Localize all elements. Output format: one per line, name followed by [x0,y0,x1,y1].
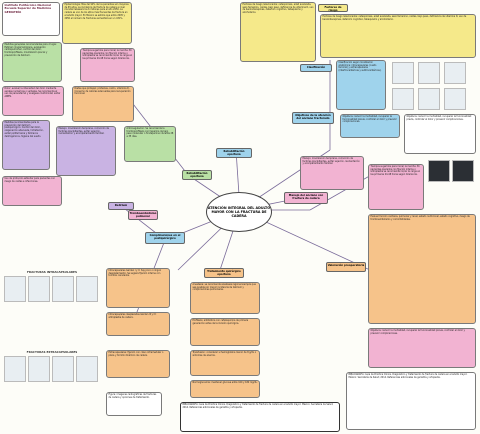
diets-box: Dietas que protejan: proteínas, calcio, … [72,86,134,122]
intracapsular-image-3 [52,276,74,302]
transfusion-text: Transfusión: considerar si hemoglobina m… [192,351,257,357]
thromboembolism-node: Tromboembolismo pulmonar [128,210,158,220]
walking-times-box: Tiempos sugeridos para iniciar la marcha… [80,48,135,82]
normoglycemia-text: Normoglucemia: mantener glucosa entre 10… [192,381,258,384]
diets-text: Dietas que protejan: proteínas, calcio, … [74,87,131,96]
extracapsular-image-2 [28,356,50,382]
management-node: Manejo del anciano con fractura de cader… [284,192,328,204]
extracapsular-image-3 [52,356,74,382]
general-measures-box: Medidas generales recomendadas para ciru… [2,42,62,82]
intracapsular-image-4 [76,276,98,302]
risk-factors-node: Factores de riesgo [318,4,348,12]
objectives-text: Objetivos: reducir la mortalidad, recupe… [342,115,397,124]
anticoagulation-text: Anticoagulación: Se recomienda la trombo… [126,127,174,139]
objectives-node: Objetivos de la atención del anciano fra… [292,112,334,124]
garden-3-4-text: Intracapsulares desplazadas Garden III y… [108,313,157,319]
risk-factors-text: Factores de riesgo relacionados: osteopo… [242,3,314,15]
intracapsular-image-1 [4,276,26,302]
delirium-management-right-text: Manejo: movilización temprana, correcció… [302,157,360,166]
objectives-list-text: Objetivos: reducir la mortalidad, recupe… [406,115,472,121]
extracapsular-treatment-text: Extracapsulares: fijación con clavo intr… [108,351,164,357]
classification-text: Clasificación según localización anatómi… [338,61,382,73]
xray-image-1 [428,160,450,182]
institution-header: Instituto Politécnico Nacional Escuela S… [2,2,60,36]
normoglycemia-box: Normoglucemia: mantener glucosa entre 10… [190,380,260,398]
complications-node: Complicaciones en el postquirúrgico [145,232,185,244]
classification-image-2 [418,62,440,84]
risk-factors-detail-box: Factores de riesgo relacionados: osteopo… [320,14,476,58]
anticoagulation-box: Anticoagulación: Se recomienda la trombo… [124,126,176,162]
bibliography-box: BIBLIOGRAFÍA: Guía de Práctica Clínica. … [180,402,340,432]
fall-risk-box: Uso de protocolo estándar para pacientes… [2,176,62,206]
surgery-timing-text: Tiempos sugeridos para iniciar la marcha… [370,165,421,177]
extracapsular-image-1 [4,356,26,382]
subject-name: GERIATRÍA [4,9,22,14]
classification-image-4 [392,88,414,110]
pain-box: Dolor: evaluar la intensidad del dolor m… [2,86,64,116]
anesthesia-text: Anestesia: se recomienda anestesia regio… [192,283,256,292]
general-measures-text: Medidas generales recomendadas para ciru… [4,43,57,57]
references-right-box: BIBLIOGRAFÍA: Guía de Práctica Clínica. … [346,372,476,430]
figure-caption-box: Figura: imágenes radiográficas de fractu… [106,392,162,416]
preoperative-text: Evaluar función cardiaca, pulmonar y ren… [370,215,470,221]
classification-image-3 [444,62,466,84]
delirium-prevention-box: Medidas recomendadas para la prevención … [2,120,50,170]
delirium-management-text: Manejo: movilización temprana, correcció… [58,127,110,136]
institution-name: Instituto Politécnico Nacional [4,3,51,7]
objectives-box: Objetivos: reducir la mortalidad, recupe… [340,114,400,138]
classification-box: Clasificación según localización anatómi… [336,60,386,110]
garden-3-4-box: Intracapsulares desplazadas Garden III y… [106,312,170,336]
dementia-box: Objetivos: reducir la mortalidad, recupe… [368,328,476,368]
pain-text: Dolor: evaluar la intensidad del dolor m… [4,87,61,99]
anesthesia-box: Anestesia: se recomienda anestesia regio… [190,282,260,314]
preoperative-box: Evaluar función cardiaca, pulmonar y ren… [368,214,476,324]
rehabilitation-center-node: Rehabilitación oportuna [216,148,252,158]
classification-node: Clasificación [300,64,332,72]
classification-image-5 [418,88,440,110]
dementia-text: Objetivos: reducir la mortalidad, recupe… [370,329,465,335]
garden-1-2-box: Intracapsulares Garden I y II: hay poco … [106,268,170,308]
epidemiology-box: Epidemiología: Más del 90% de los pacien… [62,2,132,44]
extracapsular-image-4 [76,356,98,382]
garden-1-2-text: Intracapsulares Garden I y II: hay poco … [108,269,162,278]
fall-risk-text: Uso de protocolo estándar para pacientes… [4,177,55,183]
risk-factors-detail-text: Factores de riesgo relacionados: osteopo… [322,15,467,21]
delirium-management-box: Manejo: movilización temprana, correcció… [56,126,116,176]
risk-factors-box: Factores de riesgo relacionados: osteopo… [240,2,316,62]
school-name: Escuela Superior de Medicina [4,6,51,11]
delirium-node: Delirium [108,202,134,210]
transfusion-box: Transfusión: considerar si hemoglobina m… [190,350,260,376]
surgical-treatment-node: Tratamiento quirúrgico oportuno [204,268,244,278]
rehabilitation-node: Rehabilitación oportuna [182,170,212,180]
intracapsular-title: FRACTURAS INTRACAPSULARES [27,270,77,274]
prophylaxis-text: Profilaxis: antibiótica con cefalosporin… [192,319,249,325]
extracapsular-treatment-box: Extracapsulares: fijación con clavo intr… [106,350,170,378]
objectives-list-box: Objetivos: reducir la mortalidad, recupe… [404,114,476,154]
prophylaxis-box: Profilaxis: antibiótica con cefalosporin… [190,318,260,346]
preoperative-node: Valoración preoperatoria [326,262,366,272]
bibliography-text: BIBLIOGRAFÍA: Guía de Práctica Clínica. … [182,403,334,409]
references-right-text: BIBLIOGRAFÍA: Guía de Práctica Clínica. … [348,373,468,379]
central-topic: ATENCIÓN INTEGRAL DEL ADULTO MAYOR CON L… [206,192,272,232]
classification-image-6 [444,88,466,110]
xray-image-2 [452,160,474,182]
surgery-timing-box: Tiempos sugeridos para iniciar la marcha… [368,164,424,210]
delirium-management-right-box: Manejo: movilización temprana, correcció… [300,156,364,190]
classification-image-1 [392,62,414,84]
delirium-prevention-text: Medidas recomendadas para la prevención … [4,121,44,138]
figure-caption-text: Figura: imágenes radiográficas de fractu… [108,393,157,399]
extracapsular-title: FRACTURAS EXTRACAPSULARES [26,350,78,354]
epidemiology-text: Epidemiología: Más del 90% de los pacien… [64,3,129,20]
walking-times-text: Tiempos sugeridos para iniciar la marcha… [82,49,133,61]
intracapsular-image-2 [28,276,50,302]
